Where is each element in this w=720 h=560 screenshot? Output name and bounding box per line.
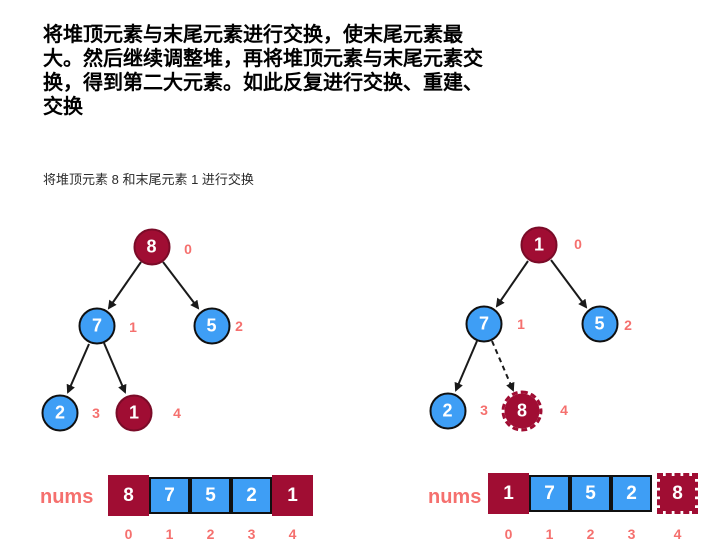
right-array-cell-0: 1	[488, 473, 529, 514]
left-array-cell-2: 5	[190, 477, 231, 514]
left-array-index-0: 0	[124, 526, 133, 542]
right-array-cell-2: 5	[570, 475, 611, 512]
right-edge-1-7	[495, 260, 529, 308]
left-tree-node-2: 5	[193, 307, 230, 345]
explanation-line-4: 交换	[43, 96, 83, 118]
right-array-indices: 0 1 2 3 4	[488, 526, 698, 542]
left-array-cell-1: 7	[149, 477, 190, 514]
left-array-index-4: 4	[288, 526, 297, 542]
explanation-line-2: 大。然后继续调整堆，再将堆顶元素与末尾元素交	[43, 48, 483, 70]
right-tree-index-4: 4	[560, 402, 568, 418]
step-caption: 将堆顶元素 8 和末尾元素 1 进行交换	[43, 172, 254, 187]
right-tree-node-4-swapped: 8	[501, 390, 543, 432]
left-tree-index-3: 3	[92, 405, 100, 421]
explanation-text: 将堆顶元素与末尾元素进行交换，使末尾元素最 大。然后继续调整堆，再将堆顶元素与末…	[43, 23, 483, 119]
left-array-indices: 0 1 2 3 4	[108, 526, 313, 542]
left-array-index-2: 2	[206, 526, 215, 542]
right-array-cell-3: 2	[611, 475, 652, 512]
right-tree-index-2: 2	[624, 317, 632, 333]
left-tree-node-1: 7	[78, 307, 116, 345]
right-tree-index-1: 1	[517, 316, 525, 332]
left-edge-7-1	[103, 342, 127, 394]
right-edge-7-8-dashed	[491, 340, 515, 392]
left-tree-node-0: 8	[133, 228, 170, 265]
left-array-index-1: 1	[165, 526, 174, 542]
explanation-line-1: 将堆顶元素与末尾元素进行交换，使末尾元素最	[43, 24, 463, 46]
left-array-nums-label: nums	[40, 486, 94, 508]
right-array: 1 7 5 2 8	[488, 473, 698, 514]
right-array-index-3: 3	[627, 526, 636, 542]
explanation-line-3: 换，得到第二大元素。如此反复进行交换、重建、	[43, 72, 483, 94]
left-array-cell-3: 2	[231, 477, 272, 514]
right-tree-node-3: 2	[429, 392, 466, 430]
left-tree-index-2: 2	[235, 318, 243, 334]
left-edge-8-5	[162, 261, 200, 310]
left-edge-8-7	[107, 261, 142, 310]
left-tree-index-0: 0	[184, 241, 192, 257]
right-array-index-1: 1	[545, 526, 554, 542]
right-tree-node-2: 5	[581, 305, 618, 343]
left-array-index-3: 3	[247, 526, 256, 542]
left-tree-node-3: 2	[41, 394, 79, 432]
right-array-index-4: 4	[673, 526, 682, 542]
left-tree-index-1: 1	[129, 319, 137, 335]
left-tree-index-4: 4	[173, 405, 181, 421]
right-array-cell-1: 7	[529, 475, 570, 512]
left-array-cell-4: 1	[272, 475, 313, 516]
right-array-index-0: 0	[504, 526, 513, 542]
left-tree-node-4: 1	[115, 394, 153, 432]
right-tree-node-1: 7	[465, 305, 503, 343]
left-edge-7-2	[66, 343, 90, 394]
left-array-cell-0: 8	[108, 475, 149, 516]
right-edge-1-5	[550, 259, 588, 309]
right-tree-index-3: 3	[480, 402, 488, 418]
right-array-nums-label: nums	[428, 486, 482, 508]
right-edge-7-2	[454, 340, 478, 392]
right-array-index-2: 2	[586, 526, 595, 542]
right-array-cell-4-swapped: 8	[657, 473, 698, 514]
left-array: 8 7 5 2 1	[108, 475, 313, 516]
right-tree-node-0: 1	[520, 226, 558, 264]
right-tree-index-0: 0	[574, 236, 582, 252]
